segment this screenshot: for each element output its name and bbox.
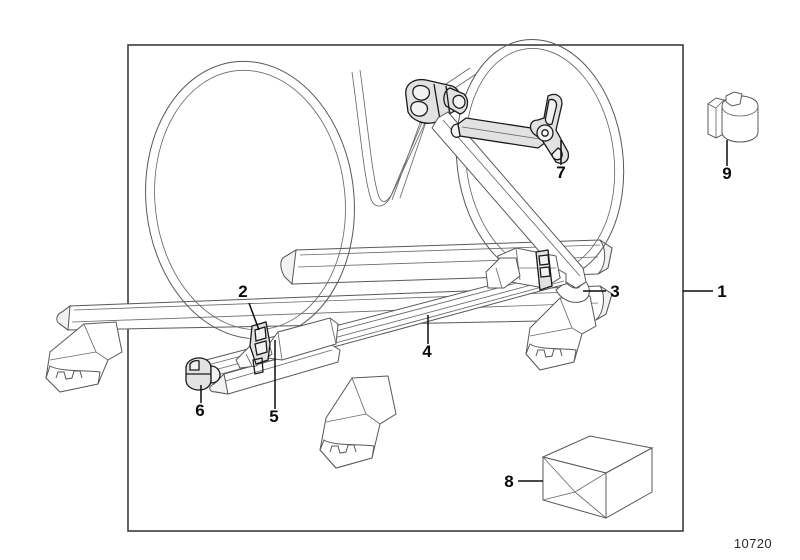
part-number-label: 10720 bbox=[734, 536, 772, 551]
wheel-strap-clamp bbox=[249, 321, 271, 375]
rear-support-bracket bbox=[485, 247, 561, 291]
callout-number-9: 9 bbox=[722, 164, 731, 183]
wheel-tray-bar bbox=[209, 343, 341, 395]
rubber-protection-sleeve bbox=[707, 91, 759, 143]
crossbar-foot-front-right bbox=[525, 295, 597, 371]
t-handle-clamping-screw bbox=[450, 93, 570, 164]
crossbar-foot-front-left bbox=[45, 321, 123, 393]
quick-release-clamp-head bbox=[405, 78, 469, 124]
crossbar-foot-rear-left bbox=[319, 375, 397, 469]
callout-number-1: 1 bbox=[717, 282, 726, 301]
packaging-carton bbox=[541, 435, 654, 519]
callout-leaders bbox=[200, 140, 728, 482]
callout-number-4: 4 bbox=[422, 342, 432, 361]
callout-number-8: 8 bbox=[504, 472, 513, 491]
callout-leader-2 bbox=[248, 302, 260, 331]
callout-number-7: 7 bbox=[556, 163, 565, 182]
end-cap-knob bbox=[185, 357, 221, 391]
diagram-frame-border bbox=[127, 44, 684, 532]
callout-number-5: 5 bbox=[269, 407, 278, 426]
callout-number-2: 2 bbox=[238, 282, 247, 301]
bicycle-frame-tubes bbox=[351, 67, 477, 207]
callout-number-6: 6 bbox=[195, 401, 204, 420]
callout-number-3: 3 bbox=[610, 282, 619, 301]
